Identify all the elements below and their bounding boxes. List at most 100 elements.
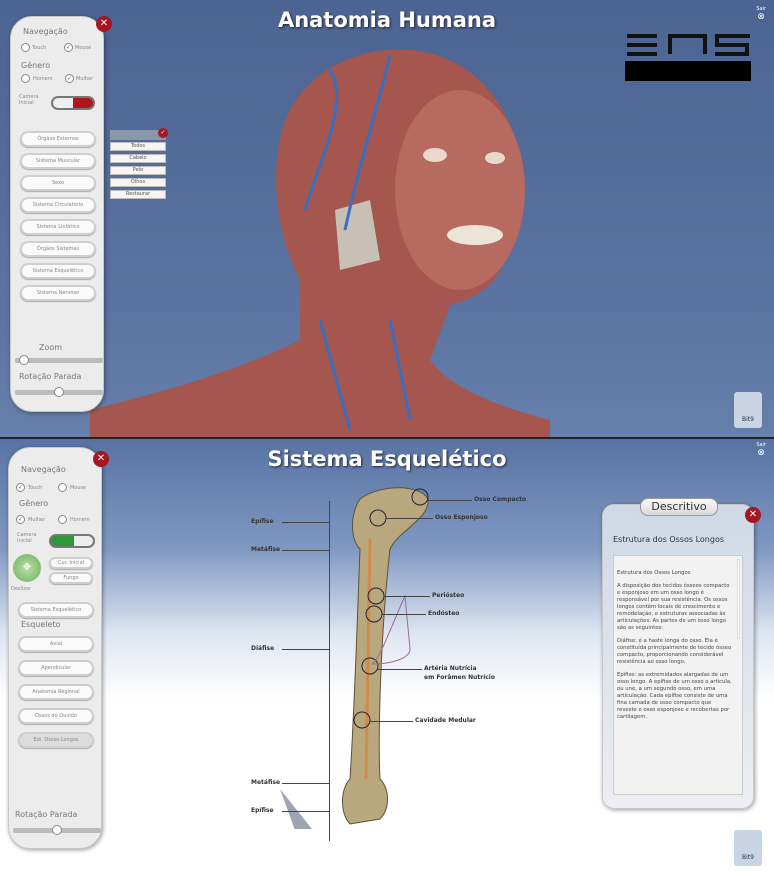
page-title: Sistema Esquelético	[267, 447, 507, 471]
desc-paragraph: Epífise: as extremidades alargadas de um…	[617, 672, 732, 720]
label-diafise: Diáfise	[251, 645, 275, 652]
popup-pele[interactable]: Pele	[110, 166, 166, 175]
close-panel-button[interactable]: ✕	[93, 451, 109, 467]
btn-ossos-longos[interactable]: Est. Ossos Longos	[18, 732, 94, 748]
btn-sistema-muscular[interactable]: Sistema Muscular	[20, 153, 96, 169]
touch-label: Touch	[32, 45, 47, 51]
rotation-slider[interactable]	[13, 825, 101, 835]
homem-radio[interactable]	[58, 515, 67, 524]
anatomy-view: Anatomia Humana Sair⊗ Navegação Touch ✓M…	[0, 0, 774, 437]
btn-sistema-linfatico[interactable]: Sistema Linfático	[20, 219, 96, 235]
desc-paragraph: Diáfise: é a haste longa do osso. Ela é …	[617, 638, 732, 665]
page-title: Anatomia Humana	[277, 8, 497, 32]
label-osso-compacto: Osso Compacto	[474, 496, 527, 503]
rotation-label: Rotação Parada	[19, 372, 82, 381]
label-cavidade-medular: Cavidade Medular	[415, 717, 476, 724]
leader-line	[282, 522, 329, 523]
btn-sistema-nervoso[interactable]: Sistema Nervoso	[20, 285, 96, 301]
descritivo-heading: Estrutura dos Ossos Longos	[613, 535, 725, 544]
label-epifise: Epífise	[251, 518, 274, 525]
btn-orgaos-externos[interactable]: Órgãos Externos	[20, 131, 96, 147]
camera-label: Camera Inicial	[17, 532, 37, 544]
label-periosteo: Periósteo	[432, 592, 465, 599]
close-icon: ⊗	[757, 448, 765, 458]
ens-logo	[625, 34, 751, 81]
mulher-radio[interactable]: ✓	[16, 515, 25, 524]
leader-line	[384, 596, 430, 597]
rotation-slider-knob[interactable]	[52, 825, 62, 835]
close-popup-button[interactable]: ✓	[158, 128, 168, 138]
btn-sexo[interactable]: Sexo	[20, 175, 96, 191]
label-epifise-2: Epífise	[251, 807, 274, 814]
zoom-slider-knob[interactable]	[18, 355, 29, 365]
mouse-radio[interactable]: ✓	[64, 43, 73, 52]
close-panel-button[interactable]: ✕	[96, 16, 112, 32]
close-icon: ⊗	[757, 12, 765, 22]
leader-line	[282, 649, 329, 650]
btn-axial[interactable]: Axial	[18, 636, 94, 652]
mouse-radio[interactable]	[58, 483, 67, 492]
btn-sistema-esqueletico[interactable]: Sistema Esquelético	[18, 602, 94, 618]
camera-toggle[interactable]	[49, 534, 95, 548]
btn-orgaos-sistemas[interactable]: Órgãos Sistemas	[20, 241, 96, 257]
label-metafise: Metáfise	[251, 546, 281, 553]
homem-label: Homem	[70, 517, 90, 523]
homem-label: Homem	[33, 76, 53, 82]
skeleton-label: Esqueleto	[21, 620, 61, 629]
label-foramen-nutricio: em Forâmen Nutrício	[424, 674, 495, 681]
popup-olhos[interactable]: Olhos	[110, 178, 166, 187]
rotation-slider[interactable]	[15, 387, 103, 397]
label-endosteo: Endósteo	[428, 610, 460, 617]
leader-line	[282, 550, 329, 551]
touch-radio[interactable]: ✓	[16, 483, 25, 492]
exit-button[interactable]: Sair⊗	[756, 6, 766, 22]
navigation-label: Navegação	[23, 27, 68, 36]
btn-ossos-ouvido[interactable]: Ossos do Ouvido	[18, 708, 94, 724]
camera-label: Camera Inicial	[19, 94, 39, 106]
mulher-label: Mulher	[28, 517, 46, 523]
label-arteria-nutricia: Artéria Nutrícia	[424, 665, 477, 672]
rotation-label: Rotação Parada	[15, 810, 78, 819]
touch-radio[interactable]	[21, 43, 30, 52]
camera-toggle[interactable]	[51, 96, 95, 110]
femur-model	[280, 487, 429, 829]
popup-todos[interactable]: Todos	[110, 142, 166, 151]
dpad-control[interactable]: ✥	[13, 554, 41, 582]
navigation-label: Navegação	[21, 465, 66, 474]
btn-cur-inicial[interactable]: Cur. Inicial	[49, 557, 93, 569]
popup-header	[110, 130, 166, 140]
exit-label: Sair	[756, 442, 766, 448]
descritivo-panel: Estrutura dos Ossos Longos Estrutura dos…	[602, 504, 754, 809]
leader-line	[386, 518, 433, 519]
brand-label: Bit9	[742, 416, 754, 423]
btn-apendicular[interactable]: Apendicular	[18, 660, 94, 676]
leader-line	[378, 669, 422, 670]
exit-button[interactable]: Sair⊗	[756, 442, 766, 458]
gender-label: Gênero	[19, 499, 49, 508]
bit9-logo: Bit9	[734, 392, 762, 428]
mulher-label: Mulher	[76, 76, 94, 82]
zoom-slider[interactable]	[15, 355, 103, 365]
desc-paragraph: Estrutura dos Ossos Longos	[617, 570, 691, 576]
rotation-slider-knob[interactable]	[54, 387, 64, 397]
skeletal-view: Sistema Esquelético Sair⊗ Epífise Metáfi…	[0, 439, 774, 875]
bracket-line	[329, 501, 330, 841]
btn-anatomia-regional[interactable]: Anatomia Regional	[18, 684, 94, 700]
descritivo-text-area[interactable]: Estrutura dos Ossos Longos A disposição …	[613, 555, 743, 795]
control-panel: Navegação ✓Touch Mouse Gênero ✓Mulher Ho…	[8, 447, 102, 849]
exit-label: Sair	[756, 6, 766, 12]
bit9-logo: Bit9	[734, 830, 762, 866]
popup-cabelo[interactable]: Cabelo	[110, 154, 166, 163]
popup-restaurar[interactable]: Restaurar	[110, 190, 166, 199]
btn-fungo[interactable]: Fungo	[49, 572, 93, 584]
mulher-radio[interactable]: ✓	[65, 74, 74, 83]
homem-radio[interactable]	[21, 74, 30, 83]
btn-sistema-esqueletico[interactable]: Sistema Esquelético	[20, 263, 96, 279]
desc-paragraph: A disposição dos tecidos ósseos compacto…	[617, 583, 730, 631]
leader-line	[382, 614, 426, 615]
head-model	[90, 49, 550, 437]
close-descritivo-button[interactable]: ✕	[745, 507, 761, 523]
leader-line	[282, 811, 329, 812]
scrollbar[interactable]	[737, 559, 740, 639]
btn-sistema-circulatorio[interactable]: Sistema Circulatório	[20, 197, 96, 213]
